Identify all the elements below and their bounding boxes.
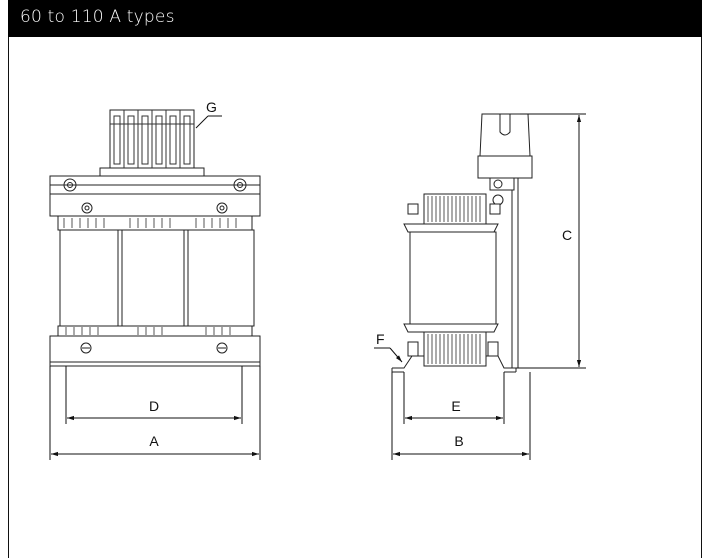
dimension-label-b: B — [454, 433, 463, 449]
dimension-label-d: D — [149, 398, 159, 414]
callout-label-g: G — [206, 99, 217, 115]
side-dimensions — [374, 113, 586, 460]
dimension-label-e: E — [451, 398, 460, 414]
callout-label-f: F — [376, 331, 385, 347]
page-title: 60 to 110 A types — [20, 7, 175, 27]
dimension-label-a: A — [149, 433, 159, 449]
header-bar: 60 to 110 A types — [8, 0, 702, 37]
dimension-label-c: C — [562, 227, 572, 243]
front-view — [49, 109, 261, 367]
leader-g — [195, 115, 222, 129]
side-view — [391, 113, 533, 373]
terminal-block — [99, 109, 205, 183]
front-dimensions — [49, 366, 261, 460]
